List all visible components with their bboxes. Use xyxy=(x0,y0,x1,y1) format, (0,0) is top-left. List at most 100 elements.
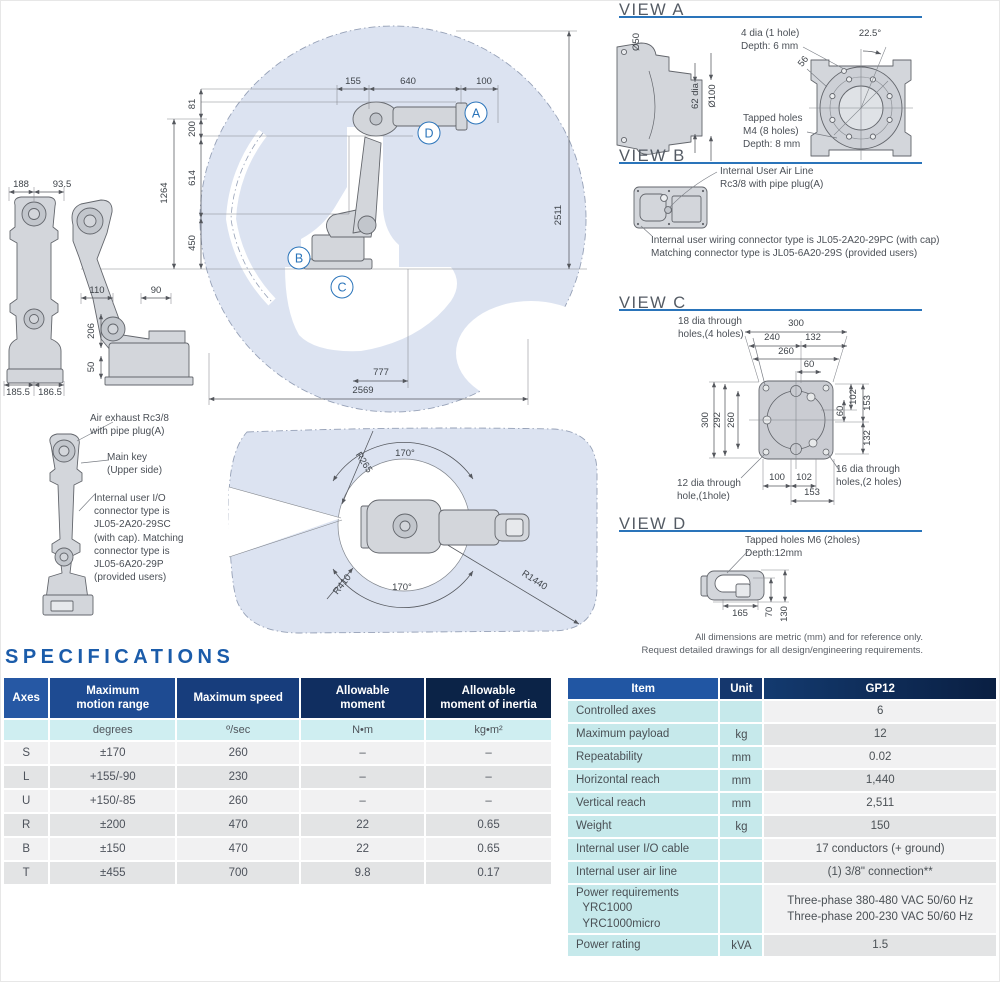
cell: ±455 xyxy=(50,862,176,884)
marker-b: B xyxy=(287,246,311,270)
cell: L xyxy=(4,766,49,788)
item-row-weight: Weight kg 150 xyxy=(568,816,996,837)
view-d-divider xyxy=(619,530,922,532)
annotation-4dia-hole: 4 dia (1 hole) Depth: 6 mm xyxy=(741,28,800,53)
unit-cell: kg•m² xyxy=(426,720,551,740)
value-cell: 6 xyxy=(764,701,996,722)
dim-186-5: 186.5 xyxy=(38,386,62,398)
unit-cell: kg xyxy=(720,816,763,837)
unit-cell: kVA xyxy=(720,935,763,956)
value-cell: 2,511 xyxy=(764,793,996,814)
top-view-robot xyxy=(360,499,530,554)
dim-206: 206 xyxy=(85,323,97,339)
item-cell: Maximum payload xyxy=(568,724,719,745)
col-header-unit: Unit xyxy=(720,678,763,699)
annotation-air-exhaust: Air exhaust Rc3/8 with pipe plug(A) xyxy=(90,413,169,438)
cell: R xyxy=(4,814,49,836)
dim-200: 200 xyxy=(186,121,198,137)
item-cell: Internal user air line xyxy=(568,862,719,883)
dim-90: 90 xyxy=(150,284,162,296)
dim-c-300-left: 300 xyxy=(699,412,711,428)
unit-cell: º/sec xyxy=(177,720,300,740)
annotation-wiring-connector: Internal user wiring connector type is J… xyxy=(651,235,940,260)
cell: 0.65 xyxy=(426,838,551,860)
col-header-moment: Allowable moment xyxy=(301,678,425,718)
cell: – xyxy=(301,766,425,788)
cell: – xyxy=(426,742,551,764)
item-cell: Power rating xyxy=(568,935,719,956)
item-cell: Vertical reach xyxy=(568,793,719,814)
cell: – xyxy=(426,766,551,788)
unit-cell xyxy=(4,720,49,740)
unit-cell xyxy=(720,839,763,860)
cell: 230 xyxy=(177,766,300,788)
dim-110: 110 xyxy=(89,284,105,296)
dim-c-132-top: 132 xyxy=(805,331,821,343)
axes-row-l: L +155/-90 230 – – xyxy=(4,766,551,788)
cell: +150/-85 xyxy=(50,790,176,812)
dim-777: 777 xyxy=(373,366,389,378)
cell: – xyxy=(426,790,551,812)
cell: 9.8 xyxy=(301,862,425,884)
item-row-controlled-axes: Controlled axes 6 xyxy=(568,701,996,722)
cell: 0.17 xyxy=(426,862,551,884)
col-header-range: Maximum motion range xyxy=(50,678,176,718)
technical-drawings: .dim{stroke:#54575d;stroke-width:0.75;fi… xyxy=(3,25,913,634)
dim-c-60-right: 60 xyxy=(834,405,846,417)
axes-row-b: B ±150 470 22 0.65 xyxy=(4,838,551,860)
col-header-speed: Maximum speed xyxy=(177,678,300,718)
axes-row-r: R ±200 470 22 0.65 xyxy=(4,814,551,836)
item-cell: Power requirements YRC1000 YRC1000micro xyxy=(568,885,719,933)
cell: +155/-90 xyxy=(50,766,176,788)
cell: ±170 xyxy=(50,742,176,764)
axes-table-header-row: Axes Maximum motion range Maximum speed … xyxy=(4,678,551,718)
dim-c-102-right: 102 xyxy=(847,389,859,405)
unit-cell: N•m xyxy=(301,720,425,740)
cell: U xyxy=(4,790,49,812)
dim-c-240: 240 xyxy=(764,331,780,343)
col-header-item: Item xyxy=(568,678,719,699)
item-cell: Horizontal reach xyxy=(568,770,719,791)
dim-50: 50 xyxy=(85,361,97,373)
axes-table: Axes Maximum motion range Maximum speed … xyxy=(2,676,553,886)
cell: 22 xyxy=(301,838,425,860)
annotation-16dia-holes: 16 dia through holes,(2 holes) xyxy=(836,464,902,489)
col-header-axes: Axes xyxy=(4,678,49,718)
value-cell: 1.5 xyxy=(764,935,996,956)
dim-81: 81 xyxy=(186,98,198,110)
item-cell: Weight xyxy=(568,816,719,837)
value-cell: 17 conductors (+ ground) xyxy=(764,839,996,860)
dim-100: 100 xyxy=(476,75,492,87)
dim-dia50: Ø50 xyxy=(630,33,642,51)
view-b-title: VIEW B xyxy=(619,147,686,165)
item-row-repeatability: Repeatability mm 0.02 xyxy=(568,747,996,768)
side-view-robot xyxy=(303,101,468,270)
dim-155: 155 xyxy=(345,75,361,87)
view-b-drawing xyxy=(633,171,718,237)
value-cell: 1,440 xyxy=(764,770,996,791)
cell: ±150 xyxy=(50,838,176,860)
unit-cell: mm xyxy=(720,793,763,814)
annotation-18dia-holes: 18 dia through holes,(4 holes) xyxy=(678,316,744,341)
side-view-dimensions xyxy=(81,30,587,405)
value-cell: (1) 3/8" connection** xyxy=(764,862,996,883)
dim-d-165: 165 xyxy=(732,607,748,619)
value-cell: 150 xyxy=(764,816,996,837)
dimensions-note: All dimensions are metric (mm) and for r… xyxy=(641,632,923,657)
axes-row-t: T ±455 700 9.8 0.17 xyxy=(4,862,551,884)
unit-cell: mm xyxy=(720,770,763,791)
dim-93-5: 93.5 xyxy=(52,178,72,190)
cell: 700 xyxy=(177,862,300,884)
unit-cell xyxy=(720,862,763,883)
cell: 0.65 xyxy=(426,814,551,836)
marker-d: D xyxy=(417,121,441,145)
dim-170-bottom: 170° xyxy=(392,581,412,593)
dim-170-top: 170° xyxy=(395,447,415,459)
dim-185-5: 185.5 xyxy=(6,386,30,398)
dim-c-260-left: 260 xyxy=(725,412,737,428)
axes-table-units-row: degrees º/sec N•m kg•m² xyxy=(4,720,551,740)
item-table: Item Unit GP12 Controlled axes 6 Maximum… xyxy=(566,676,998,958)
view-a-divider xyxy=(619,16,922,18)
specifications-title: SPECIFICATIONS xyxy=(5,646,235,668)
item-row-max-payload: Maximum payload kg 12 xyxy=(568,724,996,745)
